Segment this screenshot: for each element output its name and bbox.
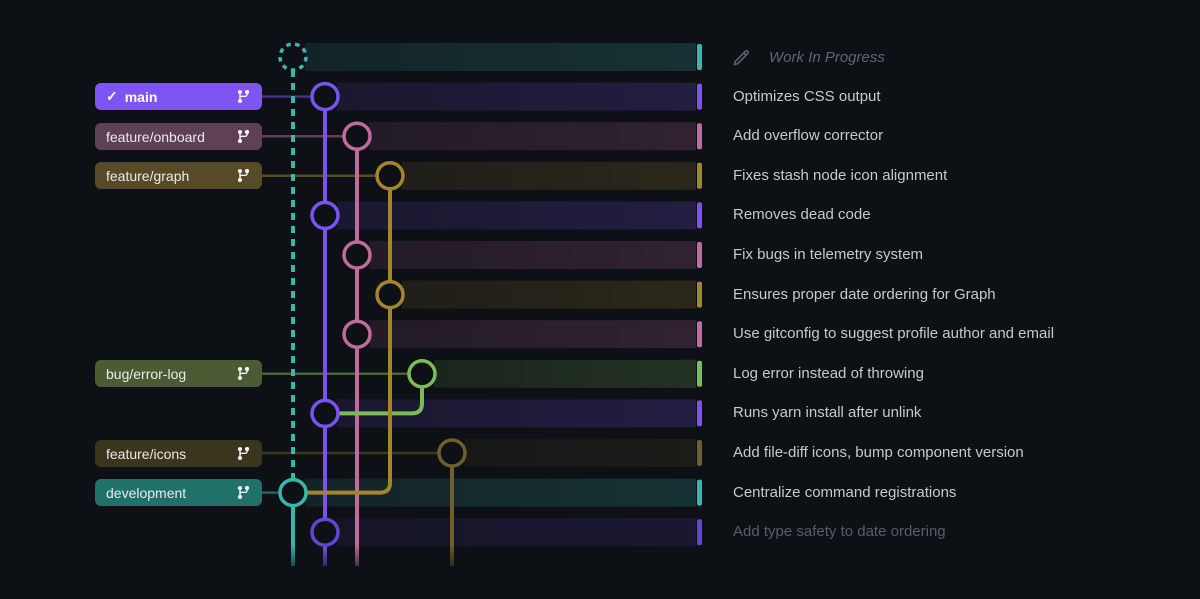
commit-row-cap xyxy=(697,44,702,70)
git-branch-icon xyxy=(237,446,250,461)
commit-message[interactable]: Add type safety to date ordering xyxy=(733,523,946,540)
branch-label-development[interactable]: development xyxy=(95,479,262,506)
commit-node[interactable] xyxy=(310,200,340,231)
wip-label: Work In Progress xyxy=(769,48,885,66)
commit-message[interactable]: Fixes stash node icon alignment xyxy=(733,167,948,184)
commit-node[interactable] xyxy=(437,438,467,468)
commit-row-bar[interactable] xyxy=(402,280,696,309)
commit-row-cap xyxy=(697,202,702,229)
commit-row-bar[interactable] xyxy=(464,439,696,467)
merge-line xyxy=(338,373,424,416)
commit-node[interactable] xyxy=(342,240,372,270)
commit-node[interactable] xyxy=(407,359,437,389)
branch-name: feature/icons xyxy=(106,445,187,462)
commit-message[interactable]: Use gitconfig to suggest profile author … xyxy=(733,325,1055,342)
commit-row-cap xyxy=(697,400,702,427)
commit-node[interactable] xyxy=(310,398,340,429)
pencil-icon xyxy=(733,49,749,65)
wip-node[interactable] xyxy=(278,42,308,72)
commit-row-bar[interactable] xyxy=(434,359,696,388)
wip-row[interactable]: Work In Progress xyxy=(732,46,885,68)
git-branch-icon xyxy=(237,168,250,183)
commit-node[interactable] xyxy=(375,161,405,191)
commit-row-cap xyxy=(697,281,702,308)
commit-row-cap xyxy=(697,83,702,110)
commit-message[interactable]: Fix bugs in telemetry system xyxy=(733,246,924,263)
commit-node[interactable] xyxy=(310,81,340,112)
commit-row-cap xyxy=(697,479,702,506)
commit-row-cap xyxy=(697,242,702,268)
branch-label-feature-graph[interactable]: feature/graph xyxy=(95,162,262,189)
commit-row-bar[interactable] xyxy=(369,241,696,269)
graph-fade xyxy=(272,544,477,578)
branch-label-bug-error-log[interactable]: bug/error-log xyxy=(95,360,262,387)
branch-label-feature-onboard[interactable]: feature/onboard xyxy=(95,123,262,150)
commit-row-bar[interactable] xyxy=(305,43,696,71)
commit-row-cap xyxy=(697,321,702,348)
merge-line xyxy=(306,294,392,495)
commit-row-bar[interactable] xyxy=(337,201,696,230)
commit-message[interactable]: Ensures proper date ordering for Graph xyxy=(733,286,996,303)
commit-node[interactable] xyxy=(342,121,372,151)
commit-row-bar[interactable] xyxy=(369,320,696,349)
commit-node[interactable] xyxy=(342,319,372,349)
commit-message[interactable]: Runs yarn install after unlink xyxy=(733,404,922,421)
git-branch-icon xyxy=(237,485,250,500)
commit-row-bar[interactable] xyxy=(337,518,696,547)
commit-row-bar[interactable] xyxy=(402,161,696,190)
commit-row-cap xyxy=(697,440,702,466)
branch-name: main xyxy=(124,88,158,105)
commit-node[interactable] xyxy=(278,477,308,508)
git-branch-icon xyxy=(237,366,250,381)
branch-label-feature-icons[interactable]: feature/icons xyxy=(95,440,262,467)
commit-message[interactable]: Removes dead code xyxy=(733,206,871,223)
branch-name: feature/onboard xyxy=(106,128,205,145)
commit-row-cap xyxy=(697,162,702,189)
commit-message[interactable]: Centralize command registrations xyxy=(733,484,957,501)
commit-row-cap xyxy=(697,360,702,387)
commit-message[interactable]: Add overflow corrector xyxy=(733,127,884,144)
commit-message[interactable]: Optimizes CSS output xyxy=(733,88,881,105)
branch-name: bug/error-log xyxy=(106,365,187,382)
git-branch-icon xyxy=(237,129,250,144)
branch-name: development xyxy=(106,484,187,501)
branch-name: feature/graph xyxy=(106,167,190,184)
commit-row-cap xyxy=(697,123,702,150)
commit-row-cap xyxy=(697,519,702,546)
commit-message[interactable]: Log error instead of throwing xyxy=(733,365,924,382)
commit-row-bar[interactable] xyxy=(337,82,696,111)
check-icon: ✓ xyxy=(106,88,118,104)
branch-label-main[interactable]: ✓ main xyxy=(95,83,262,110)
git-branch-icon xyxy=(237,89,250,104)
commit-row-bar[interactable] xyxy=(369,122,696,151)
commit-message[interactable]: Add file-diff icons, bump component vers… xyxy=(733,444,1024,461)
commit-node[interactable] xyxy=(310,517,340,547)
commit-node[interactable] xyxy=(375,279,405,310)
